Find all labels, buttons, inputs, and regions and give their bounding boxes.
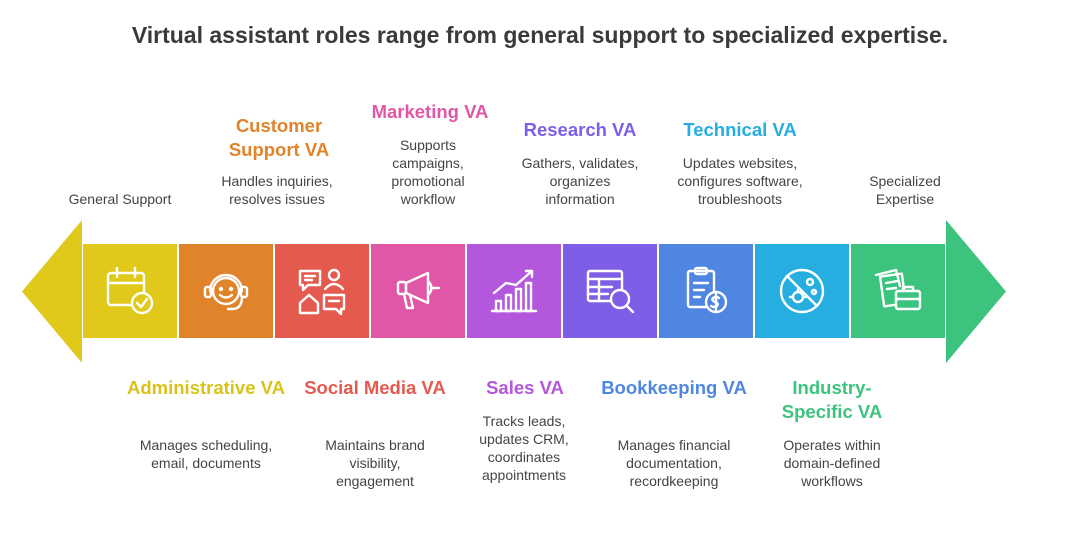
left-arrow-head (22, 220, 82, 363)
role-title-industry-specific: Industry-Specific VA (781, 377, 883, 422)
role-desc-sales: Tracks leads, updates CRM, coordinates a… (479, 413, 569, 483)
page-title: Virtual assistant roles range from gener… (131, 22, 949, 48)
role-desc-social-media: Maintains brand visibility, engagement (325, 437, 425, 489)
role-desc-marketing: Supports campaigns, promotional workflow (391, 137, 465, 207)
role-title-sales: Sales VA (486, 377, 564, 398)
right-arrow-head (946, 220, 1006, 363)
role-desc-industry-specific: Operates within domain-defined workflows (783, 437, 881, 489)
invoice-dollar-icon (686, 266, 728, 314)
role-desc-bookkeeping: Manages financial documentation, recordk… (617, 437, 731, 489)
box-marketing (371, 244, 465, 338)
box-research (563, 244, 657, 338)
role-title-social-media: Social Media VA (304, 377, 446, 398)
left-end-label: General Support (68, 191, 172, 207)
social-chat-icon (298, 268, 346, 316)
box-industry-specific (851, 244, 945, 338)
role-title-marketing: Marketing VA (371, 101, 489, 122)
briefcase-documents-icon (874, 268, 922, 311)
role-title-research: Research VA (523, 119, 637, 140)
role-title-customer-support: Customer Support VA (228, 115, 330, 160)
box-bookkeeping (659, 244, 753, 338)
calendar-check-icon (106, 266, 154, 315)
role-desc-customer-support: Handles inquiries, resolves issues (221, 173, 333, 207)
box-sales (467, 244, 561, 338)
role-title-technical: Technical VA (683, 119, 797, 140)
role-title-bookkeeping: Bookkeeping VA (601, 377, 747, 398)
right-end-label: Specialized Expertise (869, 173, 941, 207)
box-customer-support (179, 244, 273, 338)
headset-agent-icon (203, 273, 249, 311)
role-desc-research: Gathers, validates, organizes informatio… (521, 155, 639, 207)
growth-chart-icon (490, 269, 538, 313)
box-technical (755, 244, 849, 338)
megaphone-icon (396, 271, 441, 310)
role-desc-technical: Updates websites, configures software, t… (677, 155, 803, 207)
table-search-icon (586, 269, 635, 314)
box-social-media (275, 244, 369, 338)
role-title-administrative: Administrative VA (127, 377, 285, 398)
tech-gear-icon (779, 268, 825, 314)
box-administrative (83, 244, 177, 338)
role-desc-administrative: Manages scheduling, email, documents (139, 437, 273, 471)
